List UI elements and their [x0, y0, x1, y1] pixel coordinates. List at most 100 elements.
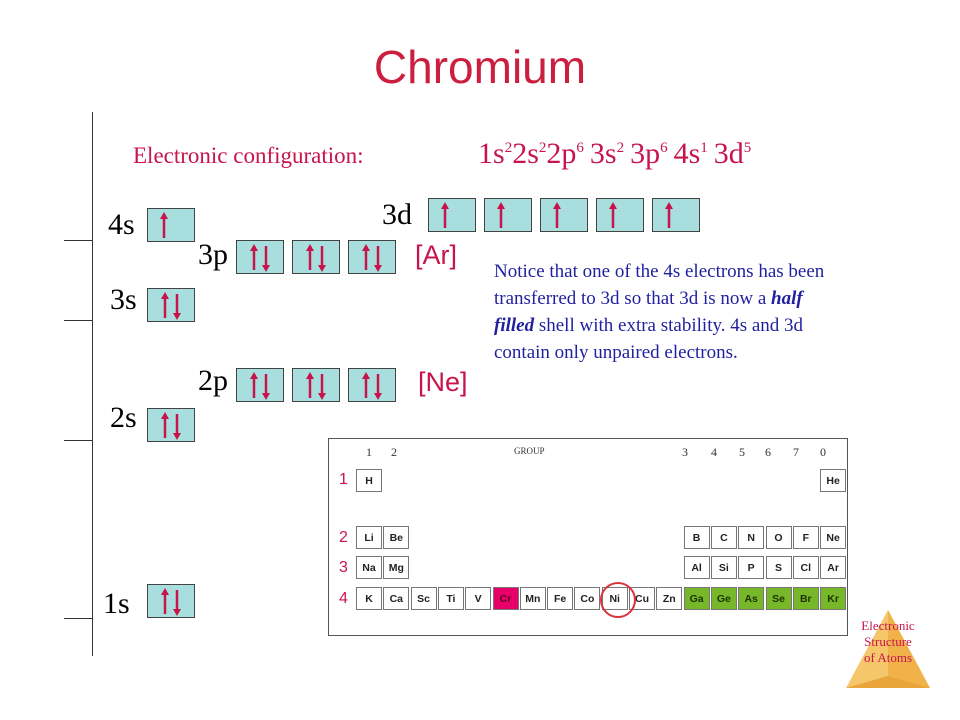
config-term-exponent: 5 [743, 140, 752, 156]
config-term-exponent: 1 [700, 140, 708, 156]
config-term: 3p6 [630, 137, 668, 170]
group-number: 6 [765, 445, 771, 459]
energy-axis [92, 112, 93, 656]
element-cl: Cl [792, 556, 819, 579]
neon-core-tag: [Ne] [418, 367, 468, 397]
level-label-2p: 2p [198, 364, 228, 397]
period-number: 2 [339, 529, 348, 546]
config-term: 3s2 [589, 137, 625, 170]
config-term: 1s2 [478, 137, 513, 170]
electron-arrows-icon [497, 202, 505, 228]
config-term-exponent: 2 [538, 140, 547, 156]
logo-text: Electronic Structure of Atoms [842, 618, 934, 666]
axis-tick [64, 320, 93, 321]
orbital-2p [348, 368, 396, 402]
element-ar: Ar [820, 556, 847, 579]
level-label-3d: 3d [382, 198, 412, 231]
electron-arrows-icon [362, 244, 382, 272]
config-term-exponent: 6 [660, 140, 668, 156]
orbital-3d [484, 198, 532, 232]
orbital-2p [236, 368, 284, 402]
element-ge: Ge [710, 587, 737, 610]
element-co: Co [574, 587, 601, 610]
element-be: Be [383, 526, 410, 549]
group-number: 1 [366, 445, 372, 459]
electron-arrows-icon [306, 244, 326, 272]
element-f: F [792, 526, 819, 549]
element-br: Br [792, 587, 819, 610]
orbital-1s [147, 584, 195, 618]
element-al: Al [683, 556, 710, 579]
electron-arrows-icon [553, 202, 561, 228]
config-term-exponent: 2 [504, 140, 513, 156]
notice-part2: shell with extra stability. 4s and 3d co… [494, 315, 804, 363]
orbital-4s [147, 208, 195, 242]
period-number: 1 [339, 471, 348, 488]
config-term: 4s1 [673, 137, 708, 170]
pyramid-logo-icon [846, 610, 930, 688]
element-o: O [765, 526, 792, 549]
level-label-3p: 3p [198, 238, 228, 271]
logo-line: of Atoms [863, 650, 913, 665]
config-label: Electronic configuration: [133, 143, 364, 168]
orbital-3d [428, 198, 476, 232]
level-label-2s: 2s [110, 401, 137, 434]
element-p: P [738, 556, 765, 579]
electron-arrows-icon [306, 372, 326, 400]
element-se: Se [765, 587, 792, 610]
config-term: 2p6 [546, 137, 584, 170]
slide-title: Chromium [373, 41, 587, 93]
level-label-3s: 3s [110, 283, 137, 316]
element-k: K [356, 587, 382, 610]
group-number: 4 [711, 445, 717, 459]
element-si: Si [710, 556, 737, 579]
level-label-4s: 4s [108, 208, 135, 241]
element-n: N [738, 526, 765, 549]
element-as: As [738, 587, 765, 610]
element-ca: Ca [383, 587, 410, 610]
group-number: 7 [793, 445, 799, 459]
group-number: 3 [682, 445, 688, 459]
orbital-3p [348, 240, 396, 274]
electron-arrows-icon [609, 202, 617, 228]
argon-core-tag: [Ar] [415, 240, 458, 270]
electron-arrows-icon [362, 372, 382, 400]
orbital-3d [652, 198, 700, 232]
element-he: He [820, 469, 847, 492]
element-cr: Cr [492, 587, 519, 610]
orbital-3p [236, 240, 284, 274]
logo-line: Electronic [861, 618, 915, 633]
level-label-1s: 1s [103, 587, 130, 620]
element-s: S [765, 556, 792, 579]
group-number: 0 [820, 445, 826, 459]
orbital-2s [147, 408, 195, 442]
element-kr: Kr [820, 587, 847, 610]
electron-arrows-icon [161, 292, 181, 320]
config-term: 2s2 [512, 137, 547, 170]
group-number: 5 [739, 445, 745, 459]
element-fe: Fe [547, 587, 574, 610]
axis-tick [64, 240, 93, 241]
nickel-circle-marker [600, 582, 636, 618]
element-h: H [356, 469, 382, 492]
element-ga: Ga [683, 587, 710, 610]
notice-part1: Notice that one of the 4s electrons has … [494, 261, 825, 309]
config-term-exponent: 2 [616, 140, 625, 156]
element-li: Li [356, 526, 382, 549]
element-mg: Mg [383, 556, 410, 579]
orbital-2p [292, 368, 340, 402]
orbital-3s [147, 288, 195, 322]
config-term-exponent: 6 [576, 140, 584, 156]
orbital-3d [540, 198, 588, 232]
element-na: Na [356, 556, 382, 579]
orbital-3d [596, 198, 644, 232]
electron-arrows-icon [665, 202, 673, 228]
element-sc: Sc [410, 587, 437, 610]
group-number: 2 [391, 445, 397, 459]
electron-arrows-icon [161, 412, 181, 440]
electron-arrows-icon [160, 212, 168, 238]
element-c: C [710, 526, 737, 549]
axis-tick [64, 618, 93, 619]
